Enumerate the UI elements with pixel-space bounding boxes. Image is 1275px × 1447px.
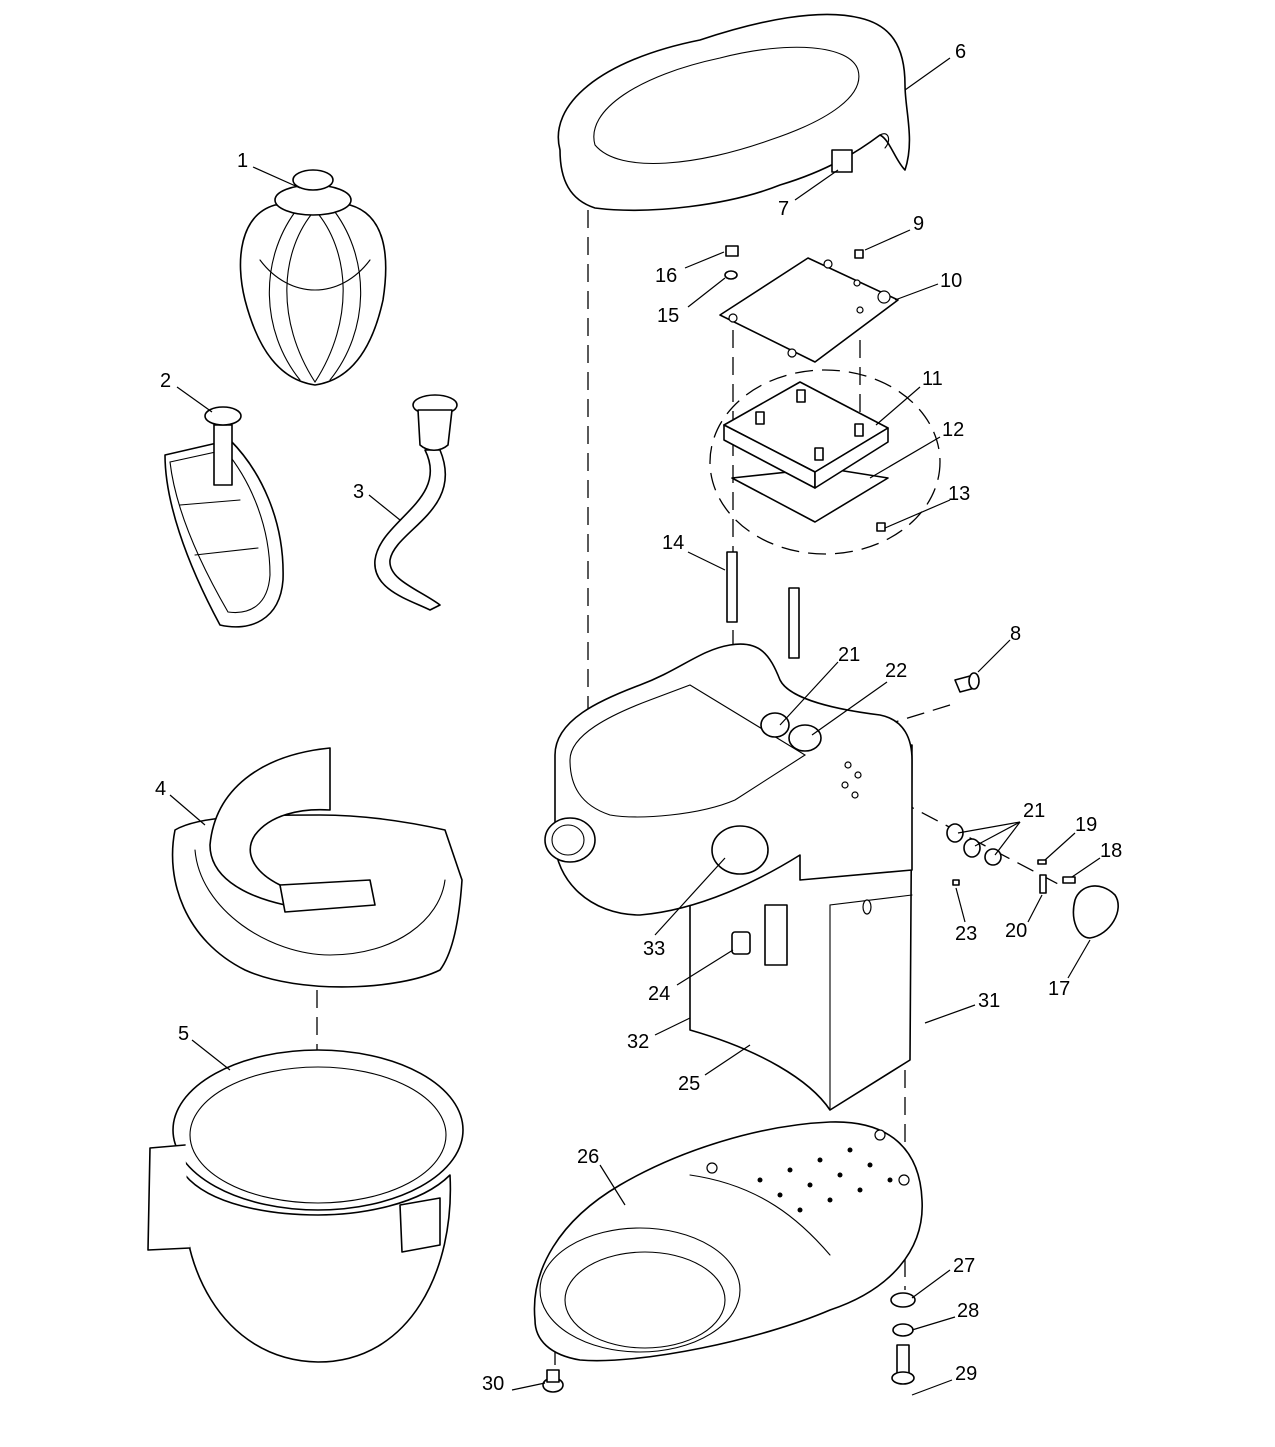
callout-3: 3 [353, 481, 364, 503]
callout-7: 7 [778, 198, 789, 220]
mixing-bowl [147, 1049, 464, 1363]
callout-14: 14 [662, 532, 684, 554]
callout-20: 20 [1005, 920, 1027, 942]
callout-2: 2 [160, 370, 171, 392]
callout-30: 30 [482, 1373, 504, 1395]
callout-4: 4 [155, 778, 166, 800]
small-fasteners [724, 245, 886, 532]
control-board [723, 381, 889, 523]
callout-labels: 1 2 3 4 5 6 7 8 9 10 11 12 13 14 15 16 1… [155, 41, 1122, 1395]
callout-16: 16 [655, 265, 677, 287]
callout-24: 24 [648, 983, 670, 1005]
callout-26: 26 [577, 1146, 599, 1168]
callout-12: 12 [942, 419, 964, 441]
callout-32: 32 [627, 1031, 649, 1053]
callout-23: 23 [955, 923, 977, 945]
callout-10: 10 [940, 270, 962, 292]
callout-1: 1 [237, 150, 248, 172]
callout-17: 17 [1048, 978, 1070, 1000]
mounting-plate [719, 257, 899, 363]
top-cover [557, 13, 911, 212]
callout-31: 31 [978, 990, 1000, 1012]
callout-27: 27 [953, 1255, 975, 1277]
callout-28: 28 [957, 1300, 979, 1322]
nut-24 [731, 931, 751, 955]
callout-18: 18 [1100, 840, 1122, 862]
callout-15: 15 [657, 305, 679, 327]
knob-assembly [946, 823, 1119, 939]
callout-8: 8 [1010, 623, 1021, 645]
callout-6: 6 [955, 41, 966, 63]
callout-21-upper: 21 [838, 644, 860, 666]
callout-33: 33 [643, 938, 665, 960]
bolt-8 [954, 672, 980, 693]
dough-hook [374, 394, 458, 611]
callout-19: 19 [1075, 814, 1097, 836]
leader-lines [169, 57, 1101, 1396]
callout-5: 5 [178, 1023, 189, 1045]
guide-rods [726, 551, 800, 659]
callout-21-lower: 21 [1023, 800, 1045, 822]
wire-whip [239, 169, 387, 386]
callout-9: 9 [913, 213, 924, 235]
kit-dashed-outline [709, 369, 941, 555]
callout-13: 13 [948, 483, 970, 505]
bowl-guard [171, 747, 463, 988]
flat-beater [164, 406, 284, 628]
base [533, 1121, 923, 1362]
gearbox-housing [544, 643, 913, 916]
callout-29: 29 [955, 1363, 977, 1385]
callout-11: 11 [922, 368, 943, 390]
callout-22: 22 [885, 660, 907, 682]
callout-25: 25 [678, 1073, 700, 1095]
